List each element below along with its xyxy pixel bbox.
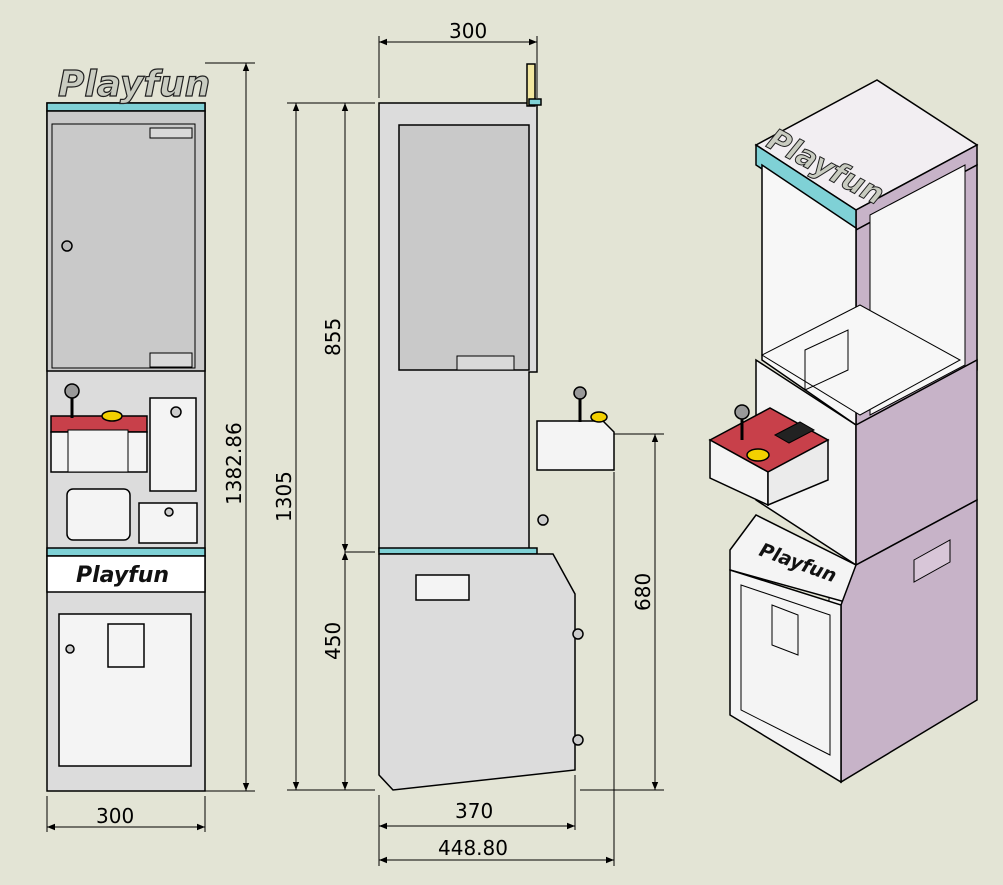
front-service-lock-icon <box>164 507 174 517</box>
front-glass-frame <box>51 123 196 369</box>
side-hinge-1 <box>537 514 549 526</box>
side-total-depth-label: 448.80 <box>438 836 508 860</box>
front-width-label: 300 <box>96 804 134 828</box>
iso-lower-side <box>840 498 978 784</box>
side-mid-strip <box>378 547 538 555</box>
iso-screen <box>773 421 816 444</box>
side-button-icon <box>590 411 608 423</box>
side-view <box>378 63 615 791</box>
front-prize-chute <box>66 488 131 541</box>
side-top-strip <box>528 98 542 106</box>
front-logo-band <box>46 555 206 593</box>
front-bottom-latch <box>149 352 193 368</box>
iso-control-side <box>767 438 829 507</box>
side-marquee-post <box>526 63 536 107</box>
iso-button-icon <box>746 448 770 462</box>
side-dimension-lines <box>287 36 664 866</box>
front-top-latch <box>149 127 193 139</box>
front-glass-window <box>46 110 206 372</box>
side-latch <box>456 355 515 371</box>
side-upper-height-label: 855 <box>321 318 345 356</box>
side-total-height-label: 1305 <box>272 471 296 522</box>
side-top-width-label: 300 <box>449 19 487 43</box>
front-lower-lock-icon <box>65 644 75 654</box>
iso-lower-door <box>740 584 831 756</box>
front-joystick-icon <box>64 383 80 399</box>
front-top-logo: Playfun <box>58 64 210 105</box>
front-control-window <box>67 429 129 473</box>
front-height-label: 1382.86 <box>222 422 246 505</box>
iso-joystick-icon <box>734 404 750 420</box>
side-hinge-2 <box>572 628 584 640</box>
front-coin-lock-icon <box>170 406 182 418</box>
side-lower-height-label: 450 <box>321 622 345 660</box>
panel-height-label: 680 <box>631 573 655 611</box>
side-joystick-icon <box>573 386 587 400</box>
front-dimension-lines <box>46 62 255 832</box>
side-glass-window <box>398 124 530 371</box>
iso-view <box>708 79 979 784</box>
front-mid-strip <box>46 547 206 557</box>
iso-prize-floor <box>760 304 962 416</box>
front-lower-window <box>107 623 145 668</box>
side-control-panel <box>536 420 615 471</box>
side-base-depth-label: 370 <box>455 799 493 823</box>
side-hinge-3 <box>572 734 584 746</box>
iso-side-vent <box>913 539 951 583</box>
front-button-icon <box>101 410 123 422</box>
side-vent <box>415 574 470 601</box>
iso-lower-window <box>771 604 799 656</box>
iso-chute-frame <box>804 329 849 391</box>
side-lower-body <box>378 553 576 791</box>
front-lock-icon <box>61 240 73 252</box>
front-view <box>46 102 206 792</box>
front-band-logo: Playfun <box>76 563 169 588</box>
